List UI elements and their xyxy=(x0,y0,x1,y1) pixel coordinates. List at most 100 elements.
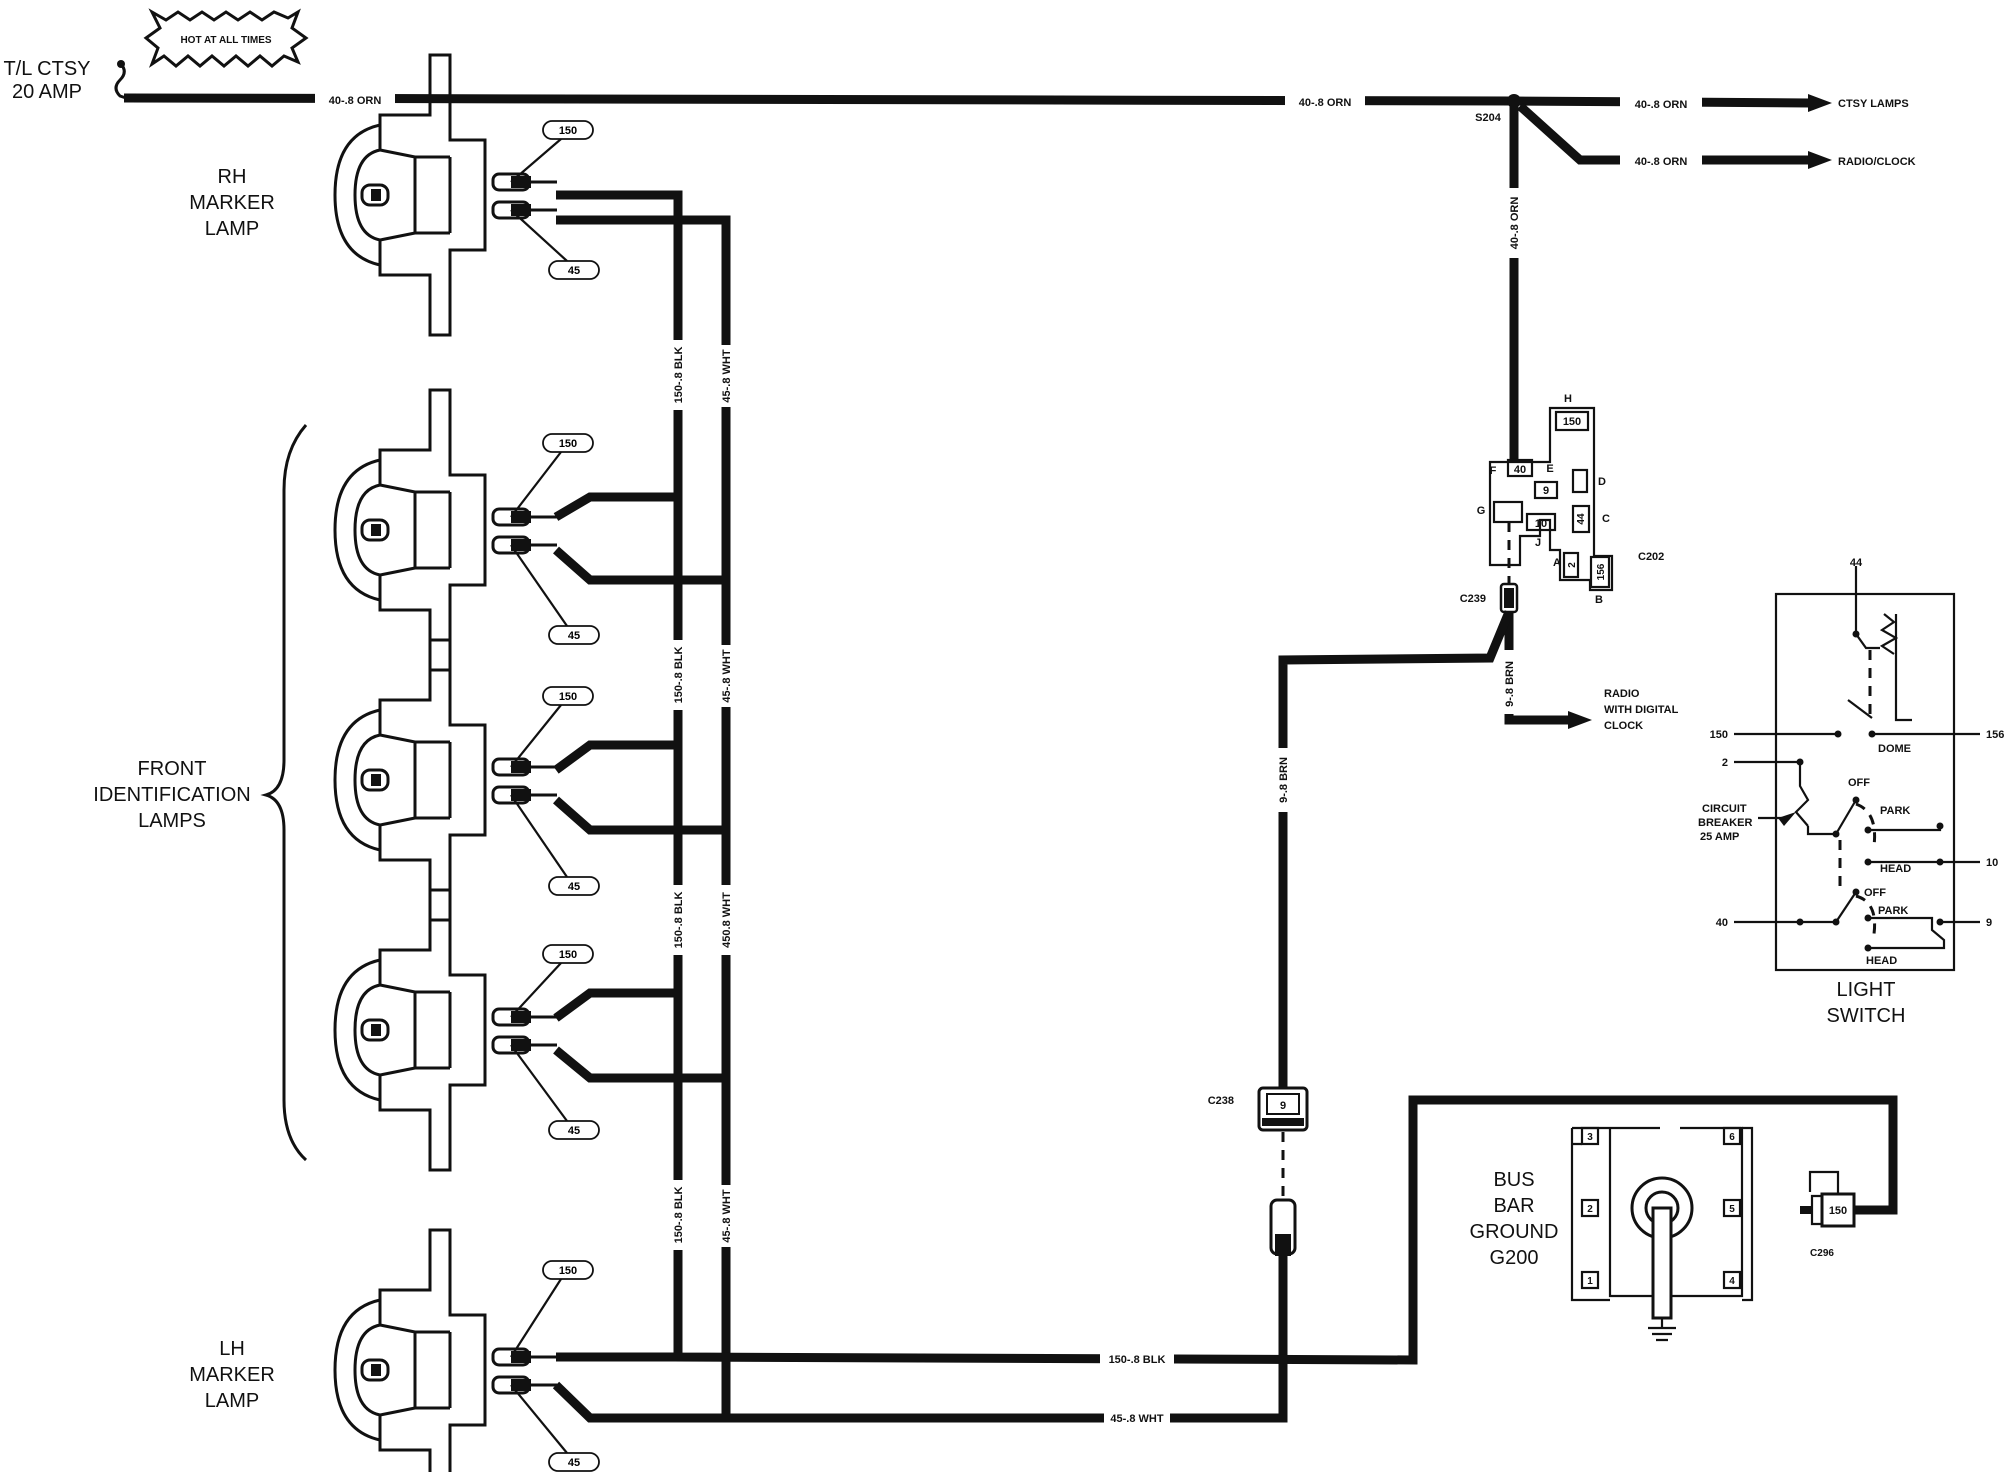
hot-at-all-times-burst: HOT AT ALL TIMES xyxy=(143,8,309,68)
svg-text:G200: G200 xyxy=(1490,1247,1539,1269)
circuit-150-bubble: 150 xyxy=(542,944,594,964)
svg-text:G: G xyxy=(1477,505,1486,517)
svg-text:150: 150 xyxy=(1563,416,1581,428)
svg-text:150: 150 xyxy=(559,438,577,450)
hot-label: HOT AT ALL TIMES xyxy=(180,35,271,46)
circuit-45-bubble: 45 xyxy=(548,876,600,896)
svg-text:C238: C238 xyxy=(1208,1095,1234,1107)
circuit-150-bubble: 150 xyxy=(542,686,594,706)
brn-long-wire xyxy=(1278,610,1514,1088)
ctsy-lamps-label: CTSY LAMPS xyxy=(1838,98,1909,110)
svg-text:CIRCUIT: CIRCUIT xyxy=(1702,803,1747,815)
svg-text:45-.8 WHT: 45-.8 WHT xyxy=(721,649,733,702)
svg-text:150: 150 xyxy=(559,125,577,137)
orn-vertical-label: 40-.8 ORN xyxy=(1509,197,1521,250)
svg-text:LAMP: LAMP xyxy=(205,218,259,240)
svg-text:40: 40 xyxy=(1514,464,1526,476)
svg-text:2: 2 xyxy=(1567,562,1578,568)
svg-text:150: 150 xyxy=(1710,729,1728,741)
svg-text:HEAD: HEAD xyxy=(1880,863,1911,875)
svg-text:E: E xyxy=(1546,463,1553,475)
svg-text:45: 45 xyxy=(568,265,580,277)
svg-text:D: D xyxy=(1598,476,1606,488)
svg-text:LH: LH xyxy=(219,1338,245,1360)
svg-text:PARK: PARK xyxy=(1880,805,1910,817)
rh-marker-lamp: 150 45 xyxy=(333,53,600,337)
svg-text:45: 45 xyxy=(568,630,580,642)
svg-text:44: 44 xyxy=(1576,513,1587,525)
svg-text:HEAD: HEAD xyxy=(1866,955,1897,967)
svg-text:SWITCH: SWITCH xyxy=(1827,1005,1906,1027)
svg-text:40: 40 xyxy=(1716,917,1728,929)
svg-text:LAMPS: LAMPS xyxy=(138,810,206,832)
svg-text:GROUND: GROUND xyxy=(1470,1221,1559,1243)
svg-text:150: 150 xyxy=(559,1265,577,1277)
orn-main-label-2: 40-.8 ORN xyxy=(1299,97,1352,109)
radio-clock-arrow-icon xyxy=(1808,151,1832,169)
svg-text:6: 6 xyxy=(1729,1132,1735,1143)
svg-text:10: 10 xyxy=(1535,518,1547,530)
svg-text:RH: RH xyxy=(218,166,247,188)
svg-text:150-.8 BLK: 150-.8 BLK xyxy=(673,892,685,949)
svg-text:5: 5 xyxy=(1729,1204,1735,1215)
svg-text:150-.8 BLK: 150-.8 BLK xyxy=(673,347,685,404)
svg-text:F: F xyxy=(1490,465,1497,477)
svg-text:MARKER: MARKER xyxy=(189,192,275,214)
svg-text:BUS: BUS xyxy=(1493,1169,1534,1191)
radio-arrow-icon xyxy=(1568,711,1592,729)
svg-text:WITH DIGITAL: WITH DIGITAL xyxy=(1604,704,1679,716)
circuit-45-bubble: 45 xyxy=(548,1120,600,1140)
svg-text:4: 4 xyxy=(1729,1276,1735,1287)
svg-text:150-.8 BLK: 150-.8 BLK xyxy=(673,1187,685,1244)
radio-clock-label: RADIO/CLOCK xyxy=(1838,156,1916,168)
svg-text:9: 9 xyxy=(1986,917,1992,929)
fuse-symbol xyxy=(114,60,127,100)
svg-text:9: 9 xyxy=(1543,485,1549,497)
bus-bar-ground: 3 2 1 6 5 4 xyxy=(1570,1126,1754,1342)
lamp-group: 150 45 150 45 150 45 150 45 150 45 xyxy=(333,53,600,1472)
circuit-45-bubble: 45 xyxy=(548,1452,600,1472)
svg-text:RADIO: RADIO xyxy=(1604,688,1640,700)
ctsy-arrow-icon xyxy=(1808,94,1832,112)
brn-radio-wire xyxy=(1504,612,1570,725)
circuit-150-bubble: 150 xyxy=(542,120,594,140)
fuse-label-line1: T/L CTSY xyxy=(3,58,90,80)
svg-text:156: 156 xyxy=(1596,563,1607,580)
lh-marker-lamp: 150 45 xyxy=(333,1228,600,1472)
svg-text:1: 1 xyxy=(1587,1276,1593,1287)
wht-trunk-wire xyxy=(556,215,731,1355)
svg-text:44: 44 xyxy=(1850,557,1863,569)
front-id-lamp-1: 150 45 xyxy=(333,388,600,672)
c202-label: C202 xyxy=(1638,551,1664,563)
svg-text:156: 156 xyxy=(1986,729,2004,741)
fuse-label-line2: 20 AMP xyxy=(12,81,82,103)
svg-text:150: 150 xyxy=(1829,1205,1847,1217)
blk-bottom-wire xyxy=(556,1095,1898,1365)
svg-text:3: 3 xyxy=(1587,1132,1593,1143)
svg-text:A: A xyxy=(1553,557,1561,569)
svg-text:BREAKER: BREAKER xyxy=(1698,817,1752,829)
svg-text:45-.8 WHT: 45-.8 WHT xyxy=(721,1189,733,1242)
brn-short-label: 9-.8 BRN xyxy=(1504,661,1516,707)
orn-ctsy-label: 40-.8 ORN xyxy=(1635,99,1688,111)
svg-text:45: 45 xyxy=(568,1457,580,1469)
c238-connector: 9 C238 xyxy=(1208,1086,1309,1132)
svg-text:LAMP: LAMP xyxy=(205,1390,259,1412)
svg-text:B: B xyxy=(1595,594,1603,606)
svg-text:MARKER: MARKER xyxy=(189,1364,275,1386)
svg-text:150: 150 xyxy=(559,949,577,961)
svg-text:C: C xyxy=(1602,513,1610,525)
blk-trunk-wire xyxy=(556,190,683,1330)
svg-text:450.8 WHT: 450.8 WHT xyxy=(721,892,733,948)
s204-label: S204 xyxy=(1475,112,1502,124)
svg-text:150-.8 BLK: 150-.8 BLK xyxy=(673,647,685,704)
svg-text:J: J xyxy=(1535,537,1541,549)
svg-text:150-.8 BLK: 150-.8 BLK xyxy=(1109,1354,1166,1366)
svg-text:PARK: PARK xyxy=(1878,905,1908,917)
svg-text:25 AMP: 25 AMP xyxy=(1700,831,1739,843)
svg-text:C296: C296 xyxy=(1810,1248,1834,1259)
svg-text:LIGHT: LIGHT xyxy=(1837,979,1896,1001)
c296-connector: 150 C296 xyxy=(1800,1170,1856,1259)
svg-text:DOME: DOME xyxy=(1878,743,1911,755)
